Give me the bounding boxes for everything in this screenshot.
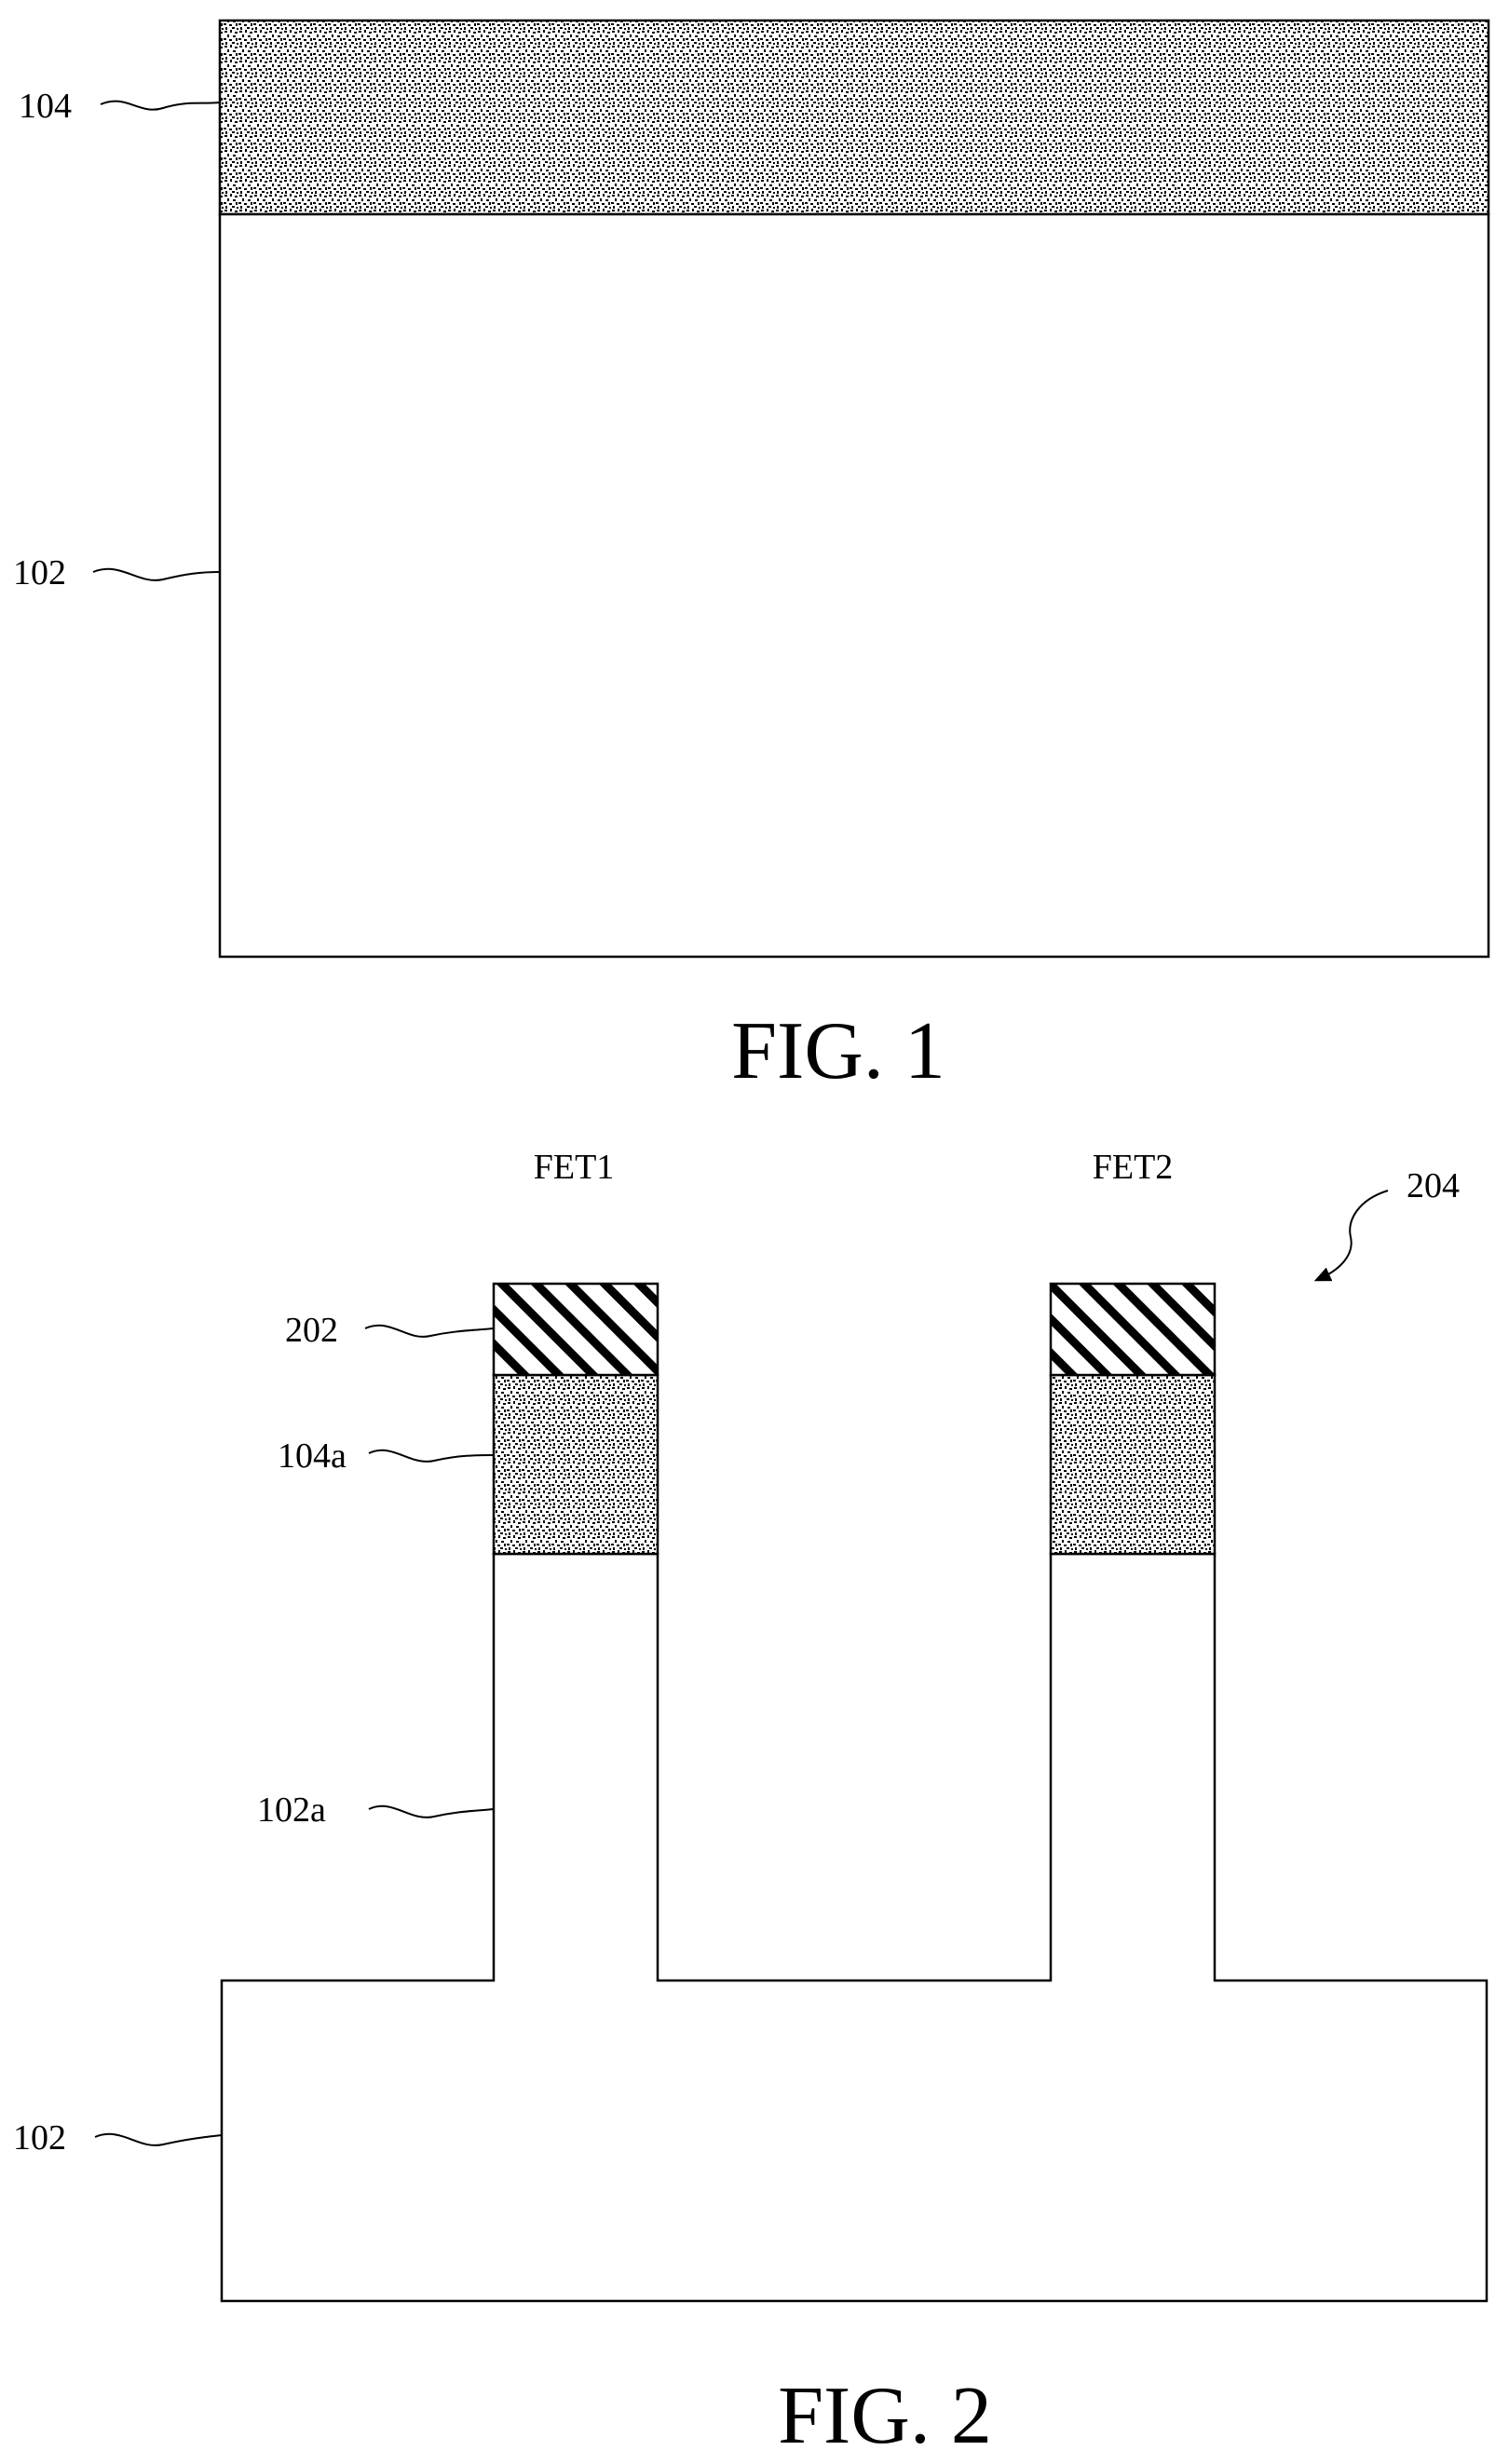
fet1-layer-104a [494,1375,658,1554]
device-label-fet1: FET1 [534,1148,615,1187]
leader-102a [369,1806,494,1817]
leader-202 [365,1326,494,1337]
leader-102-fig1 [93,569,220,580]
ref-label-102a: 102a [257,1790,326,1830]
figure-1-caption: FIG. 1 [731,1006,945,1096]
ref-label-202: 202 [285,1311,338,1350]
leader-104a [369,1450,494,1462]
fet2-layer-104a [1051,1375,1215,1554]
layer-104-speckled [220,20,1489,214]
figure-2-caption: FIG. 2 [778,2371,992,2461]
leader-104 [101,102,220,110]
ref-label-102-fig1: 102 [13,553,66,592]
ref-label-104: 104 [19,87,72,126]
ref-label-204: 204 [1407,1166,1460,1205]
figure-2: FET1 FET2 204 202 104a 102a 102 FIG. 2 [13,1148,1487,2461]
figure-1: 104 102 FIG. 1 [13,20,1489,1096]
fet1-layer-202 [494,1284,658,1375]
substrate-102-with-fins [222,1554,1487,2301]
ref-label-104a: 104a [278,1436,347,1476]
ref-label-102-fig2: 102 [13,2118,66,2158]
fet2-layer-202 [1051,1284,1215,1375]
device-label-fet2: FET2 [1093,1148,1174,1187]
leader-102-fig2 [95,2134,222,2145]
substrate-102-body [220,214,1489,957]
arrow-204 [1321,1191,1388,1278]
